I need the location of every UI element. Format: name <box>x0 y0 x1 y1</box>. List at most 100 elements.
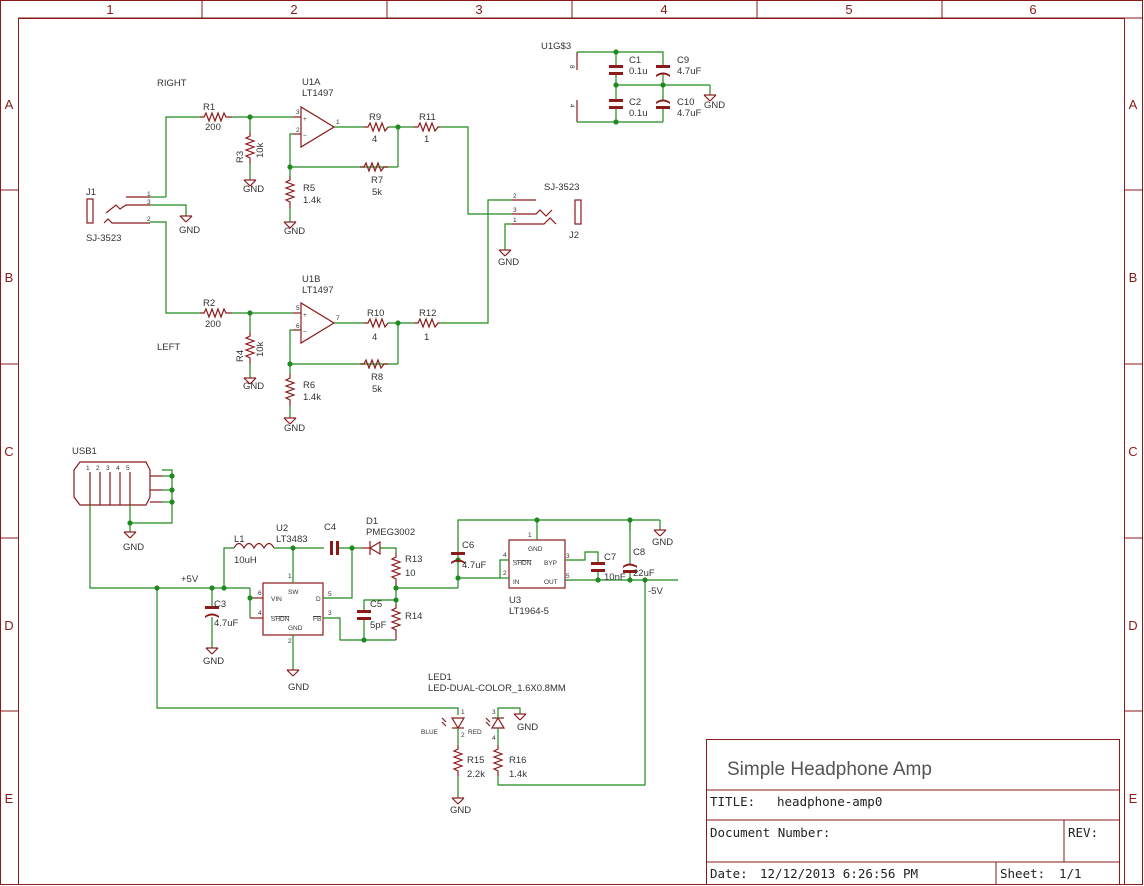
r9-value: 4 <box>372 134 377 145</box>
grid-col-5: 5 <box>845 2 852 17</box>
right-net-label: RIGHT <box>157 78 187 89</box>
svg-text:3: 3 <box>296 109 300 116</box>
svg-text:+: + <box>303 312 307 319</box>
r14-label: R14 <box>405 611 422 622</box>
c2-label: C2 <box>629 97 641 108</box>
r3-value: 10k <box>255 142 266 158</box>
svg-text:4: 4 <box>258 610 262 617</box>
gnd-label-led: GND <box>517 722 538 733</box>
d1-label: D1 <box>366 516 378 527</box>
svg-text:5: 5 <box>126 465 130 472</box>
c5-value: 5pF <box>370 620 387 631</box>
u2-pin-fb: FB <box>313 616 321 623</box>
r7-value: 5k <box>372 187 382 198</box>
c6-value: 4.7uF <box>462 560 486 571</box>
title-value: headphone-amp0 <box>777 794 882 809</box>
j1-value: SJ-3523 <box>86 233 121 244</box>
r13-label: R13 <box>405 554 422 565</box>
r1-value: 200 <box>205 122 221 133</box>
document-number-label: Document Number: <box>710 825 830 840</box>
r9-label: R9 <box>369 112 381 123</box>
svg-text:1: 1 <box>288 573 292 580</box>
svg-text:6: 6 <box>296 323 300 330</box>
r12-value: 1 <box>424 332 429 343</box>
date-value: 12/12/2013 6:26:56 PM <box>760 866 918 881</box>
svg-text:5: 5 <box>328 591 332 598</box>
j1-label: J1 <box>86 187 96 198</box>
right-channel-amplifier: RIGHT R1 200 R3 10k GND R5 1.4k GND <box>157 77 512 237</box>
svg-text:4: 4 <box>568 104 575 108</box>
plus5v-label: +5V <box>181 574 199 585</box>
grid-col-6: 6 <box>1029 2 1036 17</box>
project-name: Simple Headphone Amp <box>727 759 932 780</box>
c1-value: 0.1u <box>629 66 648 77</box>
svg-text:5: 5 <box>566 573 570 580</box>
svg-text:7: 7 <box>336 315 340 322</box>
gnd-label-j1: GND <box>179 225 200 236</box>
j2-output-jack: 2 3 1 SJ-3523 J2 GND <box>498 182 582 268</box>
sheet-value: 1/1 <box>1059 866 1082 881</box>
gnd-label-r4: GND <box>243 381 264 392</box>
svg-text:5: 5 <box>296 305 300 312</box>
svg-text:−: − <box>303 133 307 140</box>
r8-label: R8 <box>371 372 383 383</box>
grid-col-4: 4 <box>660 2 667 17</box>
svg-text:1: 1 <box>513 217 517 224</box>
u1b-value: LT1497 <box>302 285 334 296</box>
r2-label: R2 <box>203 298 215 309</box>
title-label: TITLE: <box>710 794 755 809</box>
svg-text:1: 1 <box>528 532 532 539</box>
svg-text:−: − <box>303 329 307 336</box>
svg-text:+: + <box>303 116 307 123</box>
u2-pin-vin: VIN <box>271 596 282 603</box>
led1-value: LED-DUAL-COLOR_1.6X0.8MM <box>428 683 566 694</box>
r6-value: 1.4k <box>303 392 321 403</box>
led-indicator: LED1 LED-DUAL-COLOR_1.6X0.8MM BLUE 1 2 R… <box>156 580 646 816</box>
svg-text:8: 8 <box>568 65 575 69</box>
u1b-label: U1B <box>302 274 320 285</box>
grid-col-2: 2 <box>290 2 297 17</box>
svg-text:1: 1 <box>86 465 90 472</box>
r7-label: R7 <box>371 175 383 186</box>
u2-pin-gnd: GND <box>288 625 303 632</box>
u1a-label: U1A <box>302 77 321 88</box>
gnd-label-ldo: GND <box>652 537 673 548</box>
r5-label: R5 <box>303 183 315 194</box>
boost-converter: +5V C3 4.7uF GND L1 10uH U2 LT3483 1 SW … <box>154 516 458 693</box>
svg-text:2: 2 <box>461 732 465 739</box>
c10-label: C10 <box>677 97 694 108</box>
r10-label: R10 <box>367 308 384 319</box>
r11-label: R11 <box>419 112 436 123</box>
c10-value: 4.7uF <box>677 108 701 119</box>
c4-label: C4 <box>324 522 336 533</box>
grid-row-e-right: E <box>1129 791 1138 806</box>
u3-pin-in: IN <box>513 579 520 586</box>
r5-value: 1.4k <box>303 195 321 206</box>
grid-row-b: B <box>5 270 14 285</box>
r1-label: R1 <box>203 102 215 113</box>
grid-row-c: C <box>4 444 13 459</box>
r2-value: 200 <box>205 319 221 330</box>
c2-value: 0.1u <box>629 108 648 119</box>
gnd-label-r3: GND <box>243 184 264 195</box>
svg-text:6: 6 <box>258 590 262 597</box>
grid-column-labels: 1 2 3 4 5 6 <box>106 2 1036 17</box>
gnd-label-usb: GND <box>123 542 144 553</box>
svg-text:1: 1 <box>147 191 151 198</box>
r4-value: 10k <box>255 341 266 357</box>
c9-value: 4.7uF <box>677 66 701 77</box>
opamp-supply-decoupling: U1G$3 8 4 C1 0.1u C9 4.7uF C2 0.1u <box>541 41 725 125</box>
c7-value: 10nF <box>604 572 626 583</box>
u2-pin-d: D <box>316 596 321 603</box>
r15-label: R15 <box>467 755 484 766</box>
svg-text:3: 3 <box>492 709 496 716</box>
j2-value: SJ-3523 <box>544 182 579 193</box>
title-block: Simple Headphone Amp TITLE: headphone-am… <box>706 739 1120 885</box>
r8-value: 5k <box>372 384 382 395</box>
c3-value: 4.7uF <box>214 618 238 629</box>
grid-row-b-right: B <box>1129 270 1138 285</box>
svg-text:2: 2 <box>96 465 100 472</box>
svg-text:3: 3 <box>106 465 110 472</box>
grid-col-3: 3 <box>475 2 482 17</box>
